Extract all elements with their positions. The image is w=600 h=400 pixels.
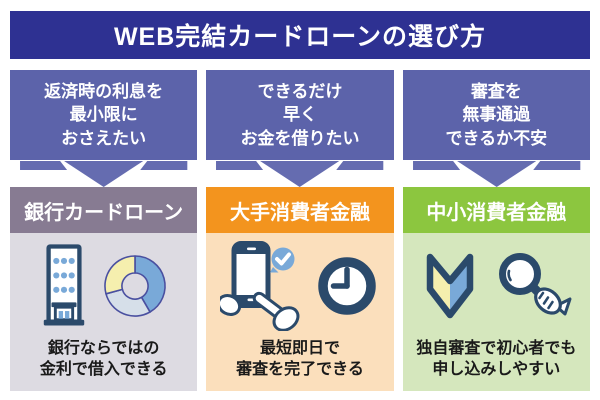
need-line: おさえたい (61, 128, 147, 148)
columns-row: 返済時の利息を 最小限に おさえたい 銀行カードローン (10, 70, 590, 391)
benefit-line: 金利で借入できる (39, 360, 168, 378)
need-line: できるか不安 (445, 128, 548, 148)
smartphone-tap-check-icon (219, 241, 300, 332)
category-header-bank: 銀行カードローン (10, 187, 198, 233)
illustration (219, 233, 380, 338)
clock-icon (318, 257, 376, 316)
benefit-caption: 最短即日で 審査を完了できる (236, 338, 364, 391)
benefit-line: 審査を完了できる (236, 360, 364, 378)
category-header-small: 中小消費者金融 (402, 187, 590, 233)
page-title: WEB完結カードローンの選び方 (10, 11, 590, 59)
illustration (418, 233, 574, 338)
benefit-line: 独自審査で初心者でも (416, 339, 577, 357)
benefit-line: 申し込みしやすい (432, 360, 561, 378)
need-line: 審査を (470, 82, 522, 102)
category-label: 中小消費者金融 (426, 201, 567, 224)
benefit-caption: 銀行ならではの 金利で借入できる (40, 338, 168, 391)
need-box: できるだけ 早く お金を借りたい (206, 70, 394, 160)
benefit-caption: 独自審査で初心者でも 申し込みしやすい (416, 338, 576, 391)
need-line: 無事通過 (462, 105, 531, 125)
column-body: 最短即日で 審査を完了できる (206, 233, 394, 391)
down-arrow-icon (216, 161, 384, 187)
column-bank-card-loan: 返済時の利息を 最小限に おさえたい 銀行カードローン (10, 70, 198, 391)
need-line: 早く (282, 105, 317, 125)
column-major-consumer-finance: できるだけ 早く お金を借りたい 大手消費者金融 (206, 70, 394, 391)
benefit-line: 最短即日で (259, 339, 340, 357)
bank-building-icon (43, 244, 84, 326)
down-arrow-icon (412, 161, 580, 187)
magnifying-glass-hand-icon (499, 253, 572, 316)
need-box: 審査を 無事通過 できるか不安 (402, 70, 590, 160)
category-header-major: 大手消費者金融 (206, 187, 394, 233)
need-line: 最小限に (69, 105, 138, 125)
down-arrow-icon (20, 161, 188, 187)
illustration (38, 233, 170, 338)
category-label: 大手消費者金融 (229, 201, 370, 224)
need-line: できるだけ (257, 82, 343, 102)
need-box: 返済時の利息を 最小限に おさえたい (10, 70, 198, 160)
page-title-text: WEB完結カードローンの選び方 (113, 23, 487, 51)
need-line: お金を借りたい (240, 128, 360, 148)
beginner-mark-icon (427, 254, 474, 319)
category-label: 銀行カードローン (24, 201, 184, 224)
column-small-consumer-finance: 審査を 無事通過 できるか不安 中小消費者金融 (402, 70, 590, 391)
need-line: 返済時の利息を (44, 82, 164, 102)
donut-chart-icon (103, 255, 166, 318)
benefit-line: 銀行ならではの (47, 339, 160, 357)
column-body: 独自審査で初心者でも 申し込みしやすい (402, 233, 590, 391)
column-body: 銀行ならではの 金利で借入できる (10, 233, 198, 391)
